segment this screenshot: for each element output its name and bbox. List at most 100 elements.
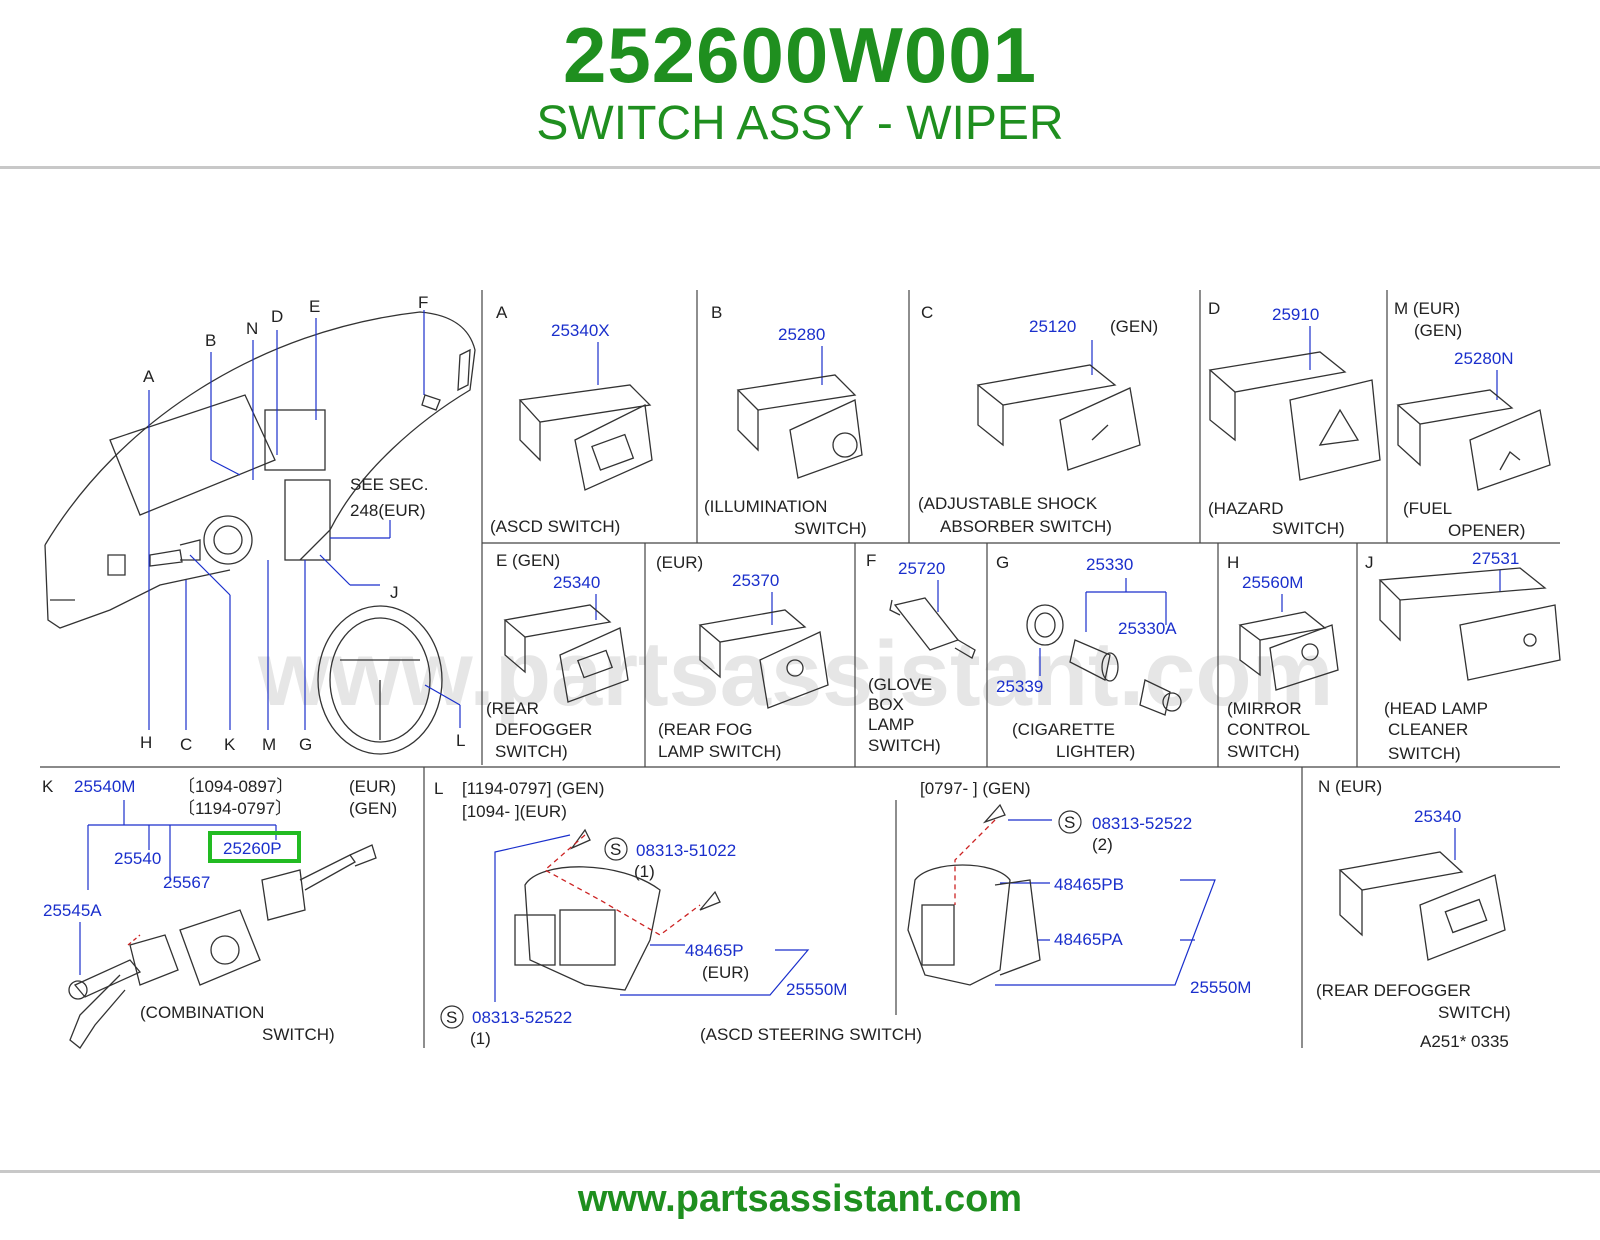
section-h-caption-3: SWITCH) bbox=[1227, 742, 1300, 761]
section-k-part-number-5[interactable]: 25545A bbox=[43, 901, 102, 920]
overview-leader-lines bbox=[148, 310, 461, 730]
overview-letter-l: L bbox=[456, 731, 465, 750]
section-l-part-number-2[interactable]: 48465P bbox=[685, 941, 744, 960]
section-b-part-number[interactable]: 25280 bbox=[778, 325, 825, 344]
page-title: 252600W001 bbox=[562, 11, 1038, 99]
section-l-variant: (EUR) bbox=[702, 963, 749, 982]
section-f-letter: F bbox=[866, 551, 876, 570]
overview-letter-a: A bbox=[143, 367, 155, 386]
section-m-caption-1: (FUEL bbox=[1403, 499, 1452, 518]
head-lamp-cleaner-switch-drawing bbox=[1378, 567, 1561, 681]
section-f-part-number[interactable]: 25720 bbox=[898, 559, 945, 578]
section-f-caption-2: BOX bbox=[868, 695, 904, 714]
section-l-date-2: [1094- ](EUR) bbox=[462, 802, 567, 821]
section-k-part-number-2[interactable]: 25540 bbox=[114, 849, 161, 868]
section-k-date-1: 〔1094-0897〕 bbox=[178, 777, 293, 796]
section-l-s-marker-1: S bbox=[610, 840, 621, 859]
section-l-caption: (ASCD STEERING SWITCH) bbox=[700, 1025, 922, 1044]
section-a-caption: (ASCD SWITCH) bbox=[490, 517, 620, 536]
rear-fog-switch-drawing bbox=[698, 609, 829, 709]
section-a-part-number[interactable]: 25340X bbox=[551, 321, 610, 340]
section-l-qty-2: (1) bbox=[470, 1029, 491, 1048]
cigarette-lighter-drawing bbox=[1026, 604, 1182, 716]
section-j-part-number[interactable]: 27531 bbox=[1472, 549, 1519, 568]
section-b-caption-1: (ILLUMINATION bbox=[704, 497, 827, 516]
section-k-part-number-1[interactable]: 25540M bbox=[74, 777, 135, 796]
illumination-switch-drawing bbox=[736, 374, 863, 479]
ascd-steering-switch-drawing-1 bbox=[514, 828, 721, 991]
section-e-part-number[interactable]: 25340 bbox=[553, 573, 600, 592]
section-eur-label: (EUR) bbox=[656, 553, 703, 572]
page-subtitle: SWITCH ASSY - WIPER bbox=[536, 97, 1064, 150]
header-divider bbox=[0, 166, 1600, 169]
section-l-part-number-6[interactable]: 48465PB bbox=[1054, 875, 1124, 894]
section-c-part-number[interactable]: 25120 bbox=[1029, 317, 1076, 336]
section-d-caption-2: SWITCH) bbox=[1272, 519, 1345, 538]
section-g-part-number-a[interactable]: 25330A bbox=[1118, 619, 1177, 638]
section-m-caption-2: OPENER) bbox=[1448, 521, 1525, 540]
overview-letter-n: N bbox=[246, 319, 258, 338]
section-e-caption-2: DEFOGGER bbox=[495, 720, 592, 739]
section-l-s-marker-3: S bbox=[1064, 813, 1075, 832]
section-k-caption-1: (COMBINATION bbox=[140, 1003, 264, 1022]
section-b-caption-2: SWITCH) bbox=[794, 519, 867, 538]
overview-letter-d: D bbox=[271, 307, 283, 326]
section-m-variant: (GEN) bbox=[1414, 321, 1462, 340]
section-j-letter: J bbox=[1365, 553, 1374, 572]
section-f-caption-4: SWITCH) bbox=[868, 736, 941, 755]
section-m-part-number[interactable]: 25280N bbox=[1454, 349, 1514, 368]
section-l-part-number-7[interactable]: 48465PA bbox=[1054, 930, 1123, 949]
section-h-caption-1: (MIRROR bbox=[1227, 699, 1302, 718]
mirror-control-switch-drawing bbox=[1238, 611, 1339, 691]
section-e-caption-1: (REAR bbox=[486, 699, 539, 718]
section-g-part-number-b[interactable]: 25339 bbox=[996, 677, 1043, 696]
section-g-caption-1: (CIGARETTE bbox=[1012, 720, 1115, 739]
overview-letter-c: C bbox=[180, 735, 192, 754]
section-l-part-number-3[interactable]: 25550M bbox=[786, 980, 847, 999]
combination-switch-drawing bbox=[68, 844, 377, 1049]
section-l-s-marker-2: S bbox=[446, 1008, 457, 1027]
section-n-part-number[interactable]: 25340 bbox=[1414, 807, 1461, 826]
section-k-letter: K bbox=[42, 777, 54, 796]
section-k-caption-2: SWITCH) bbox=[262, 1025, 335, 1044]
diagram-code: A251* 0335 bbox=[1420, 1032, 1509, 1051]
section-g-letter: G bbox=[996, 553, 1009, 572]
section-n-caption-2: SWITCH) bbox=[1438, 1003, 1511, 1022]
footer-divider bbox=[0, 1170, 1600, 1173]
rear-defogger-switch-n-drawing bbox=[1338, 851, 1506, 961]
rear-defogger-switch-drawing bbox=[503, 604, 629, 703]
section-l-part-number-5[interactable]: 08313-52522 bbox=[1092, 814, 1192, 833]
section-l-date-1: [1194-0797] (GEN) bbox=[462, 779, 604, 798]
section-k-part-number-3[interactable]: 25567 bbox=[163, 873, 210, 892]
section-c-caption-2: ABSORBER SWITCH) bbox=[940, 517, 1112, 536]
section-l-letter: L bbox=[434, 779, 443, 798]
section-l-part-number-1[interactable]: 08313-51022 bbox=[636, 841, 736, 860]
hazard-switch-drawing bbox=[1208, 351, 1381, 481]
section-eur-part-number[interactable]: 25370 bbox=[732, 571, 779, 590]
overview-letter-h: H bbox=[140, 733, 152, 752]
section-l-qty-1: (1) bbox=[634, 862, 655, 881]
glove-box-lamp-switch-drawing bbox=[889, 597, 976, 659]
footer-url[interactable]: www.partsassistant.com bbox=[577, 1178, 1023, 1220]
section-d-part-number[interactable]: 25910 bbox=[1272, 305, 1319, 324]
dashboard-overview bbox=[44, 311, 476, 755]
fuel-opener-drawing bbox=[1396, 389, 1551, 491]
section-f-caption-1: (GLOVE bbox=[868, 675, 932, 694]
section-l-part-number-8[interactable]: 25550M bbox=[1190, 978, 1251, 997]
section-eur-caption-1: (REAR FOG bbox=[658, 720, 752, 739]
section-j-caption-2: CLEANER bbox=[1388, 720, 1468, 739]
highlight-box bbox=[208, 831, 301, 863]
grid-lines bbox=[40, 290, 1560, 1048]
section-h-caption-2: CONTROL bbox=[1227, 720, 1310, 739]
section-l-date-3: [0797- ] (GEN) bbox=[920, 779, 1031, 798]
section-g-part-number[interactable]: 25330 bbox=[1086, 555, 1133, 574]
section-h-part-number[interactable]: 25560M bbox=[1242, 573, 1303, 592]
section-k-part-number-highlighted[interactable]: 25260P bbox=[223, 839, 282, 858]
section-n-caption-1: (REAR DEFOGGER bbox=[1316, 981, 1471, 1000]
section-m-letter: M (EUR) bbox=[1394, 299, 1460, 318]
section-n-letter: N (EUR) bbox=[1318, 777, 1382, 796]
overview-note-2: 248(EUR) bbox=[350, 501, 426, 520]
section-f-caption-3: LAMP bbox=[868, 715, 914, 734]
section-l-part-number-4[interactable]: 08313-52522 bbox=[472, 1008, 572, 1027]
section-k-date-2: 〔1194-0797〕 bbox=[178, 799, 292, 818]
